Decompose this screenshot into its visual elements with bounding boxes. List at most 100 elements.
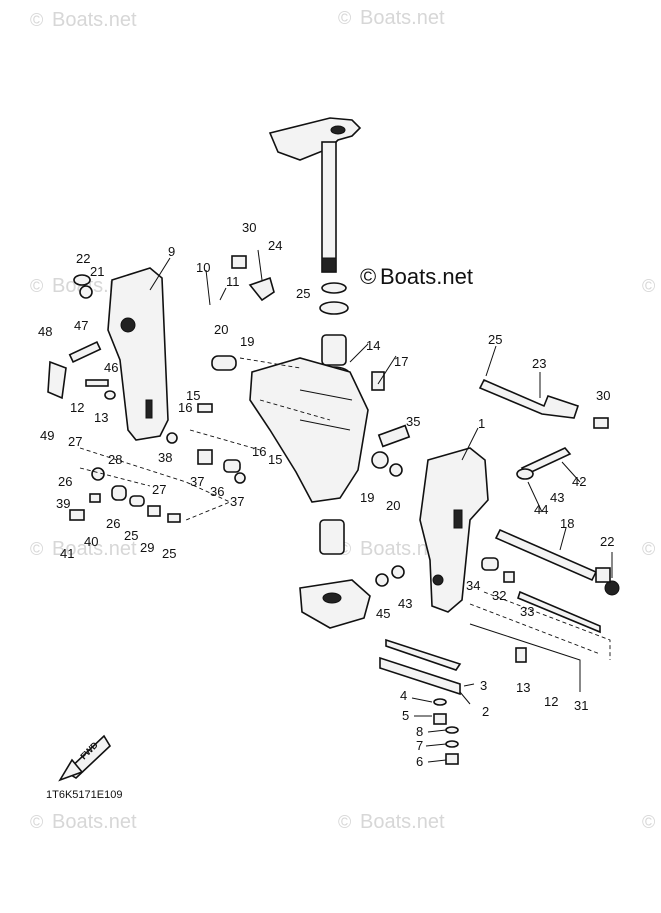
callout-12b: 12 <box>544 694 558 709</box>
callout-16a: 16 <box>178 400 192 415</box>
watermark-symbol: © <box>642 276 655 296</box>
watermark-symbol: © <box>30 539 43 559</box>
callout-13a: 13 <box>94 410 108 425</box>
tilt-lever <box>478 378 609 429</box>
right-clamp-bracket <box>419 447 489 613</box>
callout-32: 32 <box>492 588 506 603</box>
bolt-42 <box>516 447 572 480</box>
watermark-symbol: © <box>642 812 655 832</box>
watermark-inline: © Boats.net <box>360 264 473 289</box>
callout-28: 28 <box>108 452 122 467</box>
callout-8: 8 <box>416 724 423 739</box>
callout-16b: 16 <box>252 444 266 459</box>
callout-41: 41 <box>60 546 74 561</box>
fwd-arrow-icon: FWD <box>58 734 112 782</box>
callout-19a: 19 <box>240 334 254 349</box>
fastener-stack <box>433 698 459 765</box>
callout-20a: 20 <box>214 322 228 337</box>
small-parts-left <box>47 255 385 523</box>
tilt-rod <box>494 528 620 596</box>
watermark-bottom-right: © <box>642 812 655 832</box>
callout-15a: 15 <box>186 388 200 403</box>
callout-29: 29 <box>140 540 154 555</box>
callout-47: 47 <box>74 318 88 333</box>
callout-7: 7 <box>416 738 423 753</box>
callout-4: 4 <box>400 688 407 703</box>
watermark-text: Boats.net <box>52 538 137 560</box>
callout-2: 2 <box>482 704 489 719</box>
callout-46: 46 <box>104 360 118 375</box>
watermark-bottom-left: © Boats.net <box>30 811 137 833</box>
watermark-symbol: © <box>338 8 351 28</box>
callout-38: 38 <box>158 450 172 465</box>
watermark-symbol: © <box>30 276 43 296</box>
drawing-code: 1T6K5171E109 <box>46 789 122 801</box>
callout-9: 9 <box>168 244 175 259</box>
callout-48: 48 <box>38 324 52 339</box>
watermark-text: Boats.net <box>380 264 473 289</box>
callout-15b: 15 <box>268 452 282 467</box>
callout-23: 23 <box>532 356 546 371</box>
callout-22a: 22 <box>76 251 90 266</box>
callout-18: 18 <box>560 516 574 531</box>
callout-33: 33 <box>520 604 534 619</box>
callout-13b: 13 <box>516 680 530 695</box>
callout-34: 34 <box>466 578 480 593</box>
watermark-text: Boats.net <box>360 538 445 560</box>
assembly-guides <box>79 357 611 692</box>
watermark-symbol: © <box>30 10 43 30</box>
watermark-text: Boats.net <box>360 7 445 29</box>
callout-6: 6 <box>416 754 423 769</box>
callout-36: 36 <box>210 484 224 499</box>
callout-27b: 27 <box>152 482 166 497</box>
callout-42: 42 <box>572 474 586 489</box>
swivel-bracket <box>249 357 369 503</box>
callout-11: 11 <box>226 274 240 289</box>
callout-14: 14 <box>366 338 380 353</box>
watermark-top-right: © Boats.net <box>338 7 445 29</box>
watermark-symbol: © <box>338 812 351 832</box>
callout-31: 31 <box>574 698 588 713</box>
callout-43b: 43 <box>398 596 412 611</box>
callout-49: 49 <box>40 428 54 443</box>
watermark-symbol: © <box>360 264 376 289</box>
callout-37a: 37 <box>190 474 204 489</box>
watermark-bottom-center: © Boats.net <box>338 811 445 833</box>
leader-lines <box>149 249 613 763</box>
left-clamp-bracket <box>107 267 169 441</box>
callout-20b: 20 <box>386 498 400 513</box>
watermark-top-left: © Boats.net <box>30 9 137 31</box>
callout-43a: 43 <box>550 490 564 505</box>
watermark-lower-right: © <box>642 539 655 559</box>
callout-17: 17 <box>394 354 408 369</box>
watermark-text: Boats.net <box>52 9 137 31</box>
watermark-symbol: © <box>642 539 655 559</box>
callout-40: 40 <box>84 534 98 549</box>
pin-35 <box>377 424 411 448</box>
callout-39: 39 <box>56 496 70 511</box>
callout-26a: 26 <box>58 474 72 489</box>
watermark-symbol: © <box>30 812 43 832</box>
callout-1: 1 <box>478 416 485 431</box>
callout-10: 10 <box>196 260 210 275</box>
watermark-layer: © Boats.net © Boats.net © Boats.net © © … <box>30 7 655 833</box>
callout-27a: 27 <box>68 434 82 449</box>
callout-25c: 25 <box>124 528 138 543</box>
callout-45: 45 <box>376 606 390 621</box>
steering-arm-shaft <box>268 117 362 273</box>
callout-19b: 19 <box>360 490 374 505</box>
callout-3: 3 <box>480 678 487 693</box>
callout-37b: 37 <box>230 494 244 509</box>
callout-35: 35 <box>406 414 420 429</box>
callout-25d: 25 <box>162 546 176 561</box>
watermark-lower-left: © Boats.net <box>30 538 137 560</box>
callout-30b: 30 <box>596 388 610 403</box>
watermark-text: Boats.net <box>52 811 137 833</box>
callout-30a: 30 <box>242 220 256 235</box>
callout-44: 44 <box>534 502 548 517</box>
callout-24: 24 <box>268 238 282 253</box>
callout-25b: 25 <box>488 332 502 347</box>
watermark-text: Boats.net <box>360 811 445 833</box>
watermark-mid-right: © <box>642 276 655 296</box>
